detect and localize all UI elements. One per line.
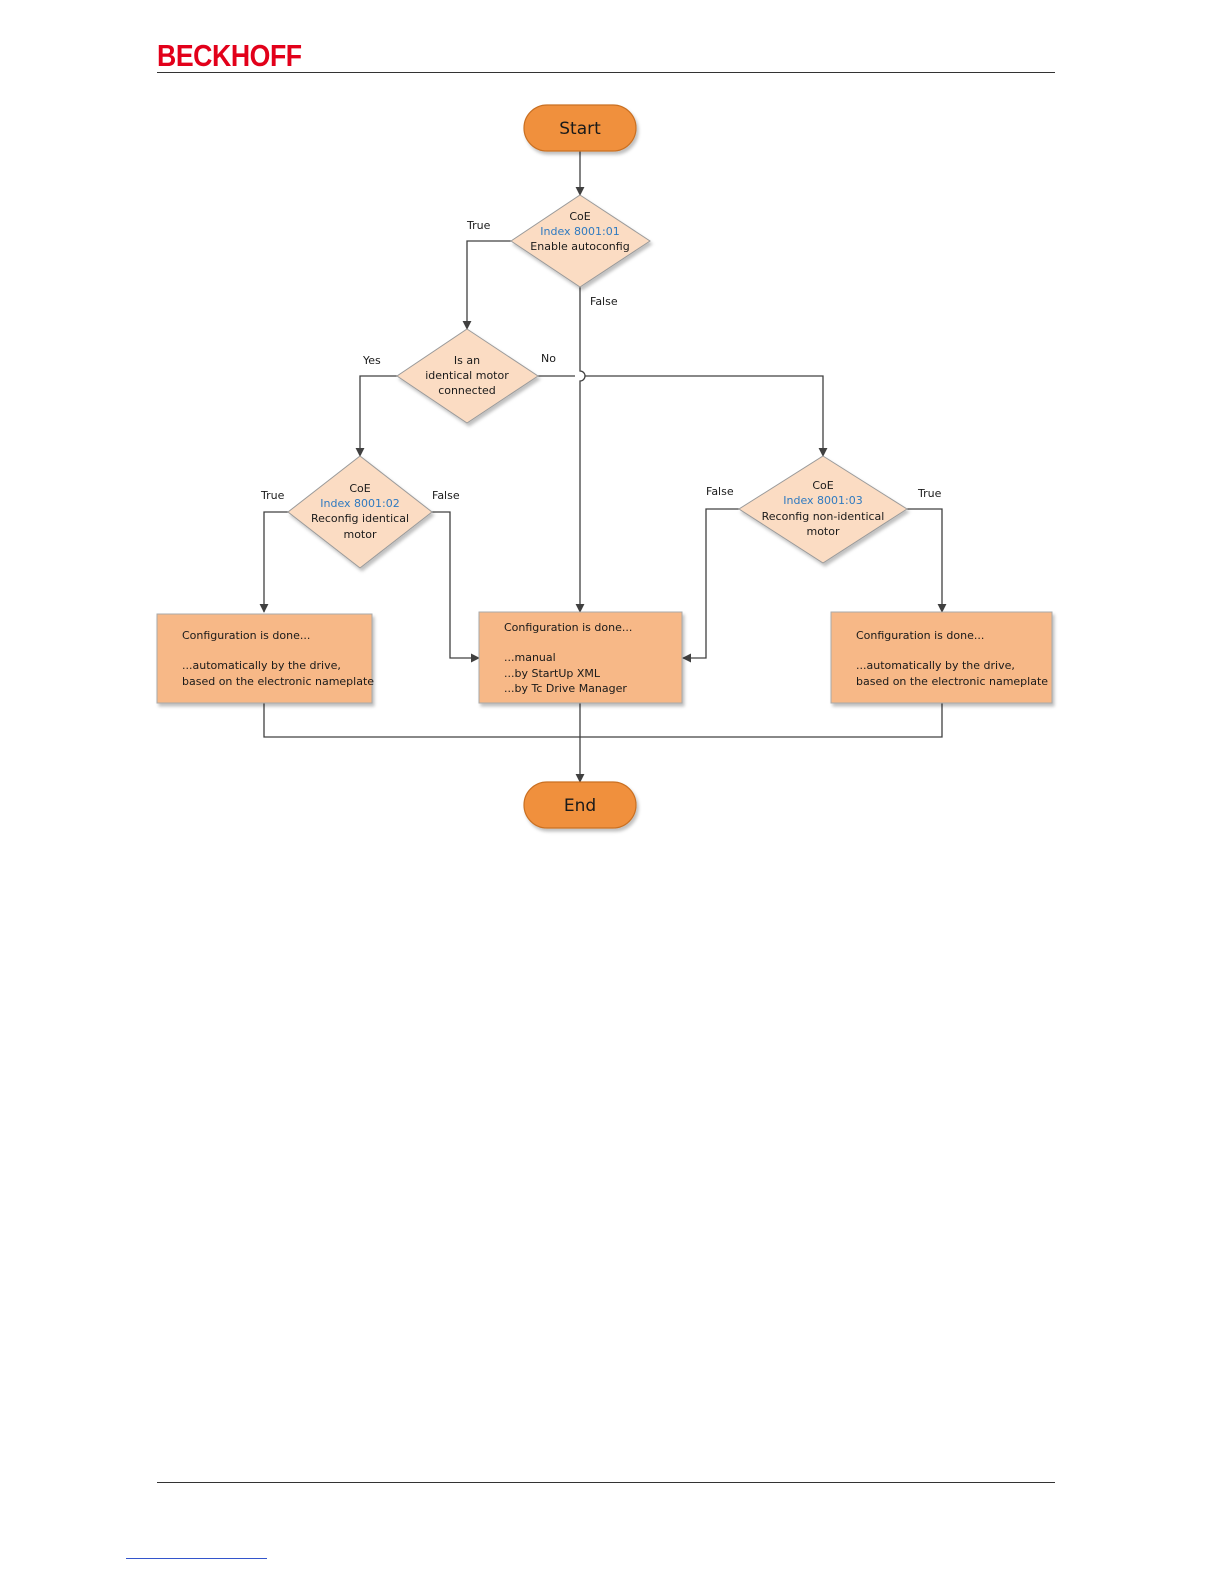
start-label: Start	[559, 119, 601, 139]
done-right-line3: based on the electronic nameplate	[856, 675, 1048, 688]
done-center-line4: ...by Tc Drive Manager	[504, 682, 627, 695]
done-left-line3: based on the electronic nameplate	[182, 675, 374, 688]
decision-identical-motor: Is an identical motor connected	[396, 328, 539, 424]
decision-reconfig-nonidentical: CoE Index 8001:03 Reconfig non-identical…	[738, 455, 908, 564]
decision-reconfig-identical: CoE Index 8001:02 Reconfig identical mot…	[287, 455, 433, 569]
process-done-right: Configuration is done... ...automaticall…	[830, 611, 1053, 704]
label-reconfig-identical-false: False	[432, 489, 460, 502]
beckhoff-logo: BECKHOFF	[157, 38, 302, 73]
edge-autoconfig-false	[575, 287, 586, 613]
label-reconfig-nonidentical-false: False	[706, 485, 734, 498]
edge-reconfig-identical-true	[259, 511, 288, 613]
done-center-line3: ...by StartUp XML	[504, 667, 601, 680]
autoconfig-line3: Enable autoconfig	[530, 240, 629, 253]
process-done-center: Configuration is done... ...manual ...by…	[478, 611, 683, 704]
label-reconfig-nonidentical-true: True	[917, 487, 942, 500]
edge-done-left-to-end	[263, 703, 943, 738]
reconfig-identical-line4: motor	[343, 528, 376, 541]
reconfig-identical-line3: Reconfig identical	[311, 512, 409, 525]
reconfig-identical-line1: CoE	[349, 482, 370, 495]
end-node: End	[523, 781, 637, 829]
edge-identical-yes	[355, 375, 397, 457]
identical-line1: Is an	[454, 354, 480, 367]
process-done-left: Configuration is done... ...automaticall…	[156, 613, 374, 704]
reconfig-nonidentical-line1: CoE	[812, 479, 833, 492]
footer-link-underline[interactable]	[126, 1558, 267, 1559]
edge-identical-no	[538, 375, 823, 456]
edge-reconfig-identical-false	[432, 511, 480, 663]
label-autoconfig-false: False	[590, 295, 618, 308]
done-left-line1: Configuration is done...	[182, 629, 310, 642]
footer-rule	[157, 1482, 1055, 1483]
label-identical-no: No	[541, 352, 556, 365]
edge-reconfig-nonidentical-true	[907, 508, 947, 613]
done-left-line2: ...automatically by the drive,	[182, 659, 341, 672]
edge-reconfig-nonidentical-false	[682, 508, 739, 663]
done-center-line2: ...manual	[504, 651, 556, 664]
reconfig-nonidentical-index: Index 8001:03	[783, 494, 862, 507]
reconfig-nonidentical-line3: Reconfig non-identical	[762, 510, 885, 523]
decision-enable-autoconfig: CoE Index 8001:01 Enable autoconfig	[510, 194, 651, 288]
label-autoconfig-true: True	[466, 219, 491, 232]
label-reconfig-identical-true: True	[260, 489, 285, 502]
identical-line2: identical motor	[425, 369, 509, 382]
header-rule	[157, 72, 1055, 73]
reconfig-identical-index: Index 8001:02	[320, 497, 399, 510]
identical-line3: connected	[438, 384, 496, 397]
autoconfig-index: Index 8001:01	[540, 225, 619, 238]
edge-autoconfig-true	[462, 240, 511, 330]
autoconfig-line1: CoE	[569, 210, 590, 223]
label-identical-yes: Yes	[362, 354, 381, 367]
done-right-line2: ...automatically by the drive,	[856, 659, 1015, 672]
end-label: End	[564, 796, 596, 816]
done-right-line1: Configuration is done...	[856, 629, 984, 642]
reconfig-nonidentical-line4: motor	[806, 525, 839, 538]
start-node: Start	[523, 104, 637, 152]
done-center-line1: Configuration is done...	[504, 621, 632, 634]
